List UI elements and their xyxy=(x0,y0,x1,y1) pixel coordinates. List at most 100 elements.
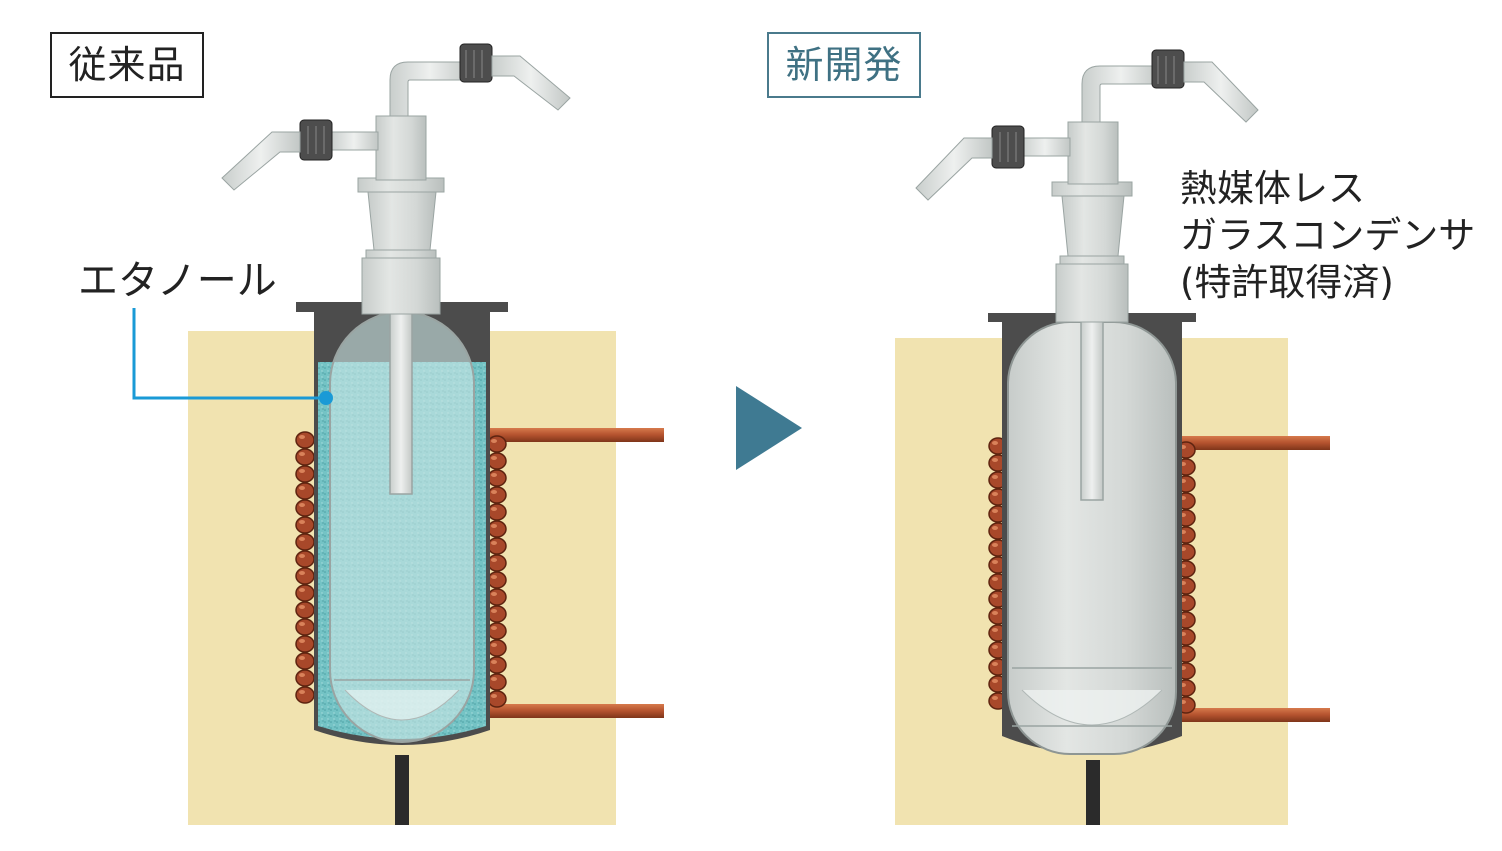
coil-winding xyxy=(295,431,315,449)
glass-condenser xyxy=(329,61,475,743)
coil-highlight xyxy=(299,690,305,694)
coil-winding xyxy=(487,571,507,589)
coil-highlight xyxy=(299,469,305,473)
coil-left xyxy=(295,431,315,704)
coil-highlight xyxy=(491,575,497,579)
upper-pipe xyxy=(488,428,664,442)
coil-highlight xyxy=(992,560,998,564)
coil-highlight xyxy=(992,645,998,649)
coil-highlight xyxy=(491,524,497,528)
coil-highlight xyxy=(491,541,497,545)
coil-winding xyxy=(295,550,315,568)
condenser-description: 熱媒体レス ガラスコンデンサ (特許取得済) xyxy=(1180,165,1475,306)
conventional-label: 従来品 xyxy=(50,32,204,98)
hose-fitting-top xyxy=(1151,49,1259,123)
coil-highlight xyxy=(491,609,497,613)
coil-winding xyxy=(295,465,315,483)
coil-highlight xyxy=(299,571,305,575)
coil-highlight xyxy=(992,577,998,581)
coil-highlight xyxy=(992,458,998,462)
coil-winding xyxy=(487,452,507,470)
coil-winding xyxy=(487,469,507,487)
coil-winding xyxy=(295,482,315,500)
coil-highlight xyxy=(491,643,497,647)
leader-dot xyxy=(319,391,333,405)
coil-winding xyxy=(487,622,507,640)
coil-highlight xyxy=(491,439,497,443)
coil-highlight xyxy=(491,677,497,681)
coil-highlight xyxy=(992,696,998,700)
coil-highlight xyxy=(299,486,305,490)
coil-winding xyxy=(295,516,315,534)
lower-pipe xyxy=(488,704,664,718)
coil-highlight xyxy=(299,588,305,592)
coil-winding xyxy=(295,618,315,636)
coil-highlight xyxy=(992,662,998,666)
coil-highlight xyxy=(299,554,305,558)
coil-highlight xyxy=(491,473,497,477)
condenser-line-2: ガラスコンデンサ xyxy=(1180,214,1476,257)
coil-highlight xyxy=(992,509,998,513)
coil-highlight xyxy=(491,592,497,596)
condenser-line-3: (特許取得済) xyxy=(1180,261,1394,304)
coil-winding xyxy=(487,639,507,657)
coil-winding xyxy=(295,499,315,517)
coil-highlight xyxy=(299,520,305,524)
coil-winding xyxy=(295,652,315,670)
coil-highlight xyxy=(992,611,998,615)
ethanol-label: エタノール xyxy=(78,258,277,304)
hose-fitting-top xyxy=(459,43,571,111)
coil-highlight xyxy=(299,673,305,677)
coil-highlight xyxy=(992,492,998,496)
coil-winding xyxy=(295,601,315,619)
coil-highlight xyxy=(491,490,497,494)
hose-fitting-side xyxy=(221,119,333,191)
coil-winding xyxy=(295,635,315,653)
coil-highlight xyxy=(491,660,497,664)
coil-winding xyxy=(487,656,507,674)
coil-winding xyxy=(295,669,315,687)
coil-winding xyxy=(295,584,315,602)
new-apparatus xyxy=(895,49,1330,825)
coil-right xyxy=(487,435,507,708)
coil-highlight xyxy=(299,605,305,609)
ethanol-leader-line xyxy=(132,308,326,400)
coil-highlight xyxy=(299,537,305,541)
coil-winding xyxy=(295,533,315,551)
coil-highlight xyxy=(491,694,497,698)
coil-highlight xyxy=(299,452,305,456)
coil-winding xyxy=(487,605,507,623)
coil-highlight xyxy=(491,456,497,460)
coil-winding xyxy=(487,690,507,708)
coil-highlight xyxy=(299,435,305,439)
coil-winding xyxy=(295,448,315,466)
coil-highlight xyxy=(491,507,497,511)
hose-fitting-side xyxy=(915,125,1025,201)
new-development-label: 新開発 xyxy=(767,32,921,98)
upper-pipe xyxy=(1180,436,1330,450)
coil-highlight xyxy=(992,594,998,598)
condenser-line-1: 熱媒体レス xyxy=(1180,167,1365,210)
arrow-icon xyxy=(736,386,802,470)
coil-highlight xyxy=(992,543,998,547)
coil-highlight xyxy=(299,503,305,507)
coil-winding xyxy=(487,673,507,691)
coil-highlight xyxy=(299,639,305,643)
coil-highlight xyxy=(992,679,998,683)
coil-winding xyxy=(295,567,315,585)
coil-highlight xyxy=(299,656,305,660)
conventional-apparatus xyxy=(132,43,664,825)
coil-winding xyxy=(487,554,507,572)
coil-highlight xyxy=(992,526,998,530)
coil-highlight xyxy=(491,558,497,562)
cable xyxy=(395,755,409,825)
coil-winding xyxy=(487,486,507,504)
lower-pipe xyxy=(1180,708,1330,722)
coil-winding xyxy=(487,588,507,606)
coil-highlight xyxy=(491,626,497,630)
coil-winding xyxy=(487,435,507,453)
cable xyxy=(1086,760,1100,825)
coil-winding xyxy=(487,503,507,521)
coil-winding xyxy=(487,537,507,555)
